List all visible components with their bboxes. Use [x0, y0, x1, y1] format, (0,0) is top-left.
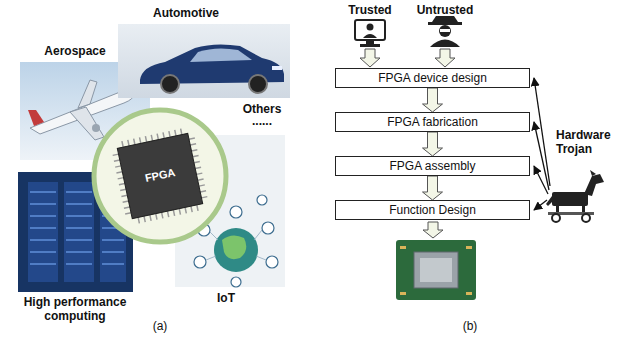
flow-arrow	[423, 88, 443, 112]
untrusted-icon	[428, 16, 462, 47]
fpga-circle	[94, 110, 226, 242]
source-label: Trusted	[336, 3, 404, 17]
automotive-photo	[118, 24, 290, 98]
process-box: Function Design	[335, 200, 530, 220]
category-label: High performance computing	[12, 295, 138, 323]
category-label: IoT	[206, 291, 246, 305]
trusted-icon	[355, 20, 385, 47]
process-box: FPGA fabrication	[335, 112, 530, 132]
panel-label: (b)	[450, 319, 490, 333]
box-text: FPGA fabrication	[383, 115, 482, 129]
threat-label: Hardware Trojan	[556, 128, 618, 156]
trojan-arrow	[534, 78, 550, 210]
ellipsis-label: ......	[232, 114, 292, 128]
category-label: Automotive	[146, 6, 226, 20]
flow-arrow	[423, 132, 443, 156]
category-label: Others	[232, 102, 292, 116]
trojan-horse-icon	[546, 170, 604, 222]
box-text: Function Design	[385, 203, 480, 217]
process-box: FPGA assembly	[335, 156, 530, 176]
category-label: Aerospace	[30, 44, 120, 58]
process-box: FPGA device design	[335, 68, 530, 88]
source-label: Untrusted	[408, 3, 482, 17]
panel-label: (a)	[140, 319, 180, 333]
box-text: FPGA device design	[374, 71, 491, 85]
flow-arrow	[423, 176, 443, 200]
box-text: FPGA assembly	[385, 159, 479, 173]
fpga-board	[396, 240, 476, 300]
